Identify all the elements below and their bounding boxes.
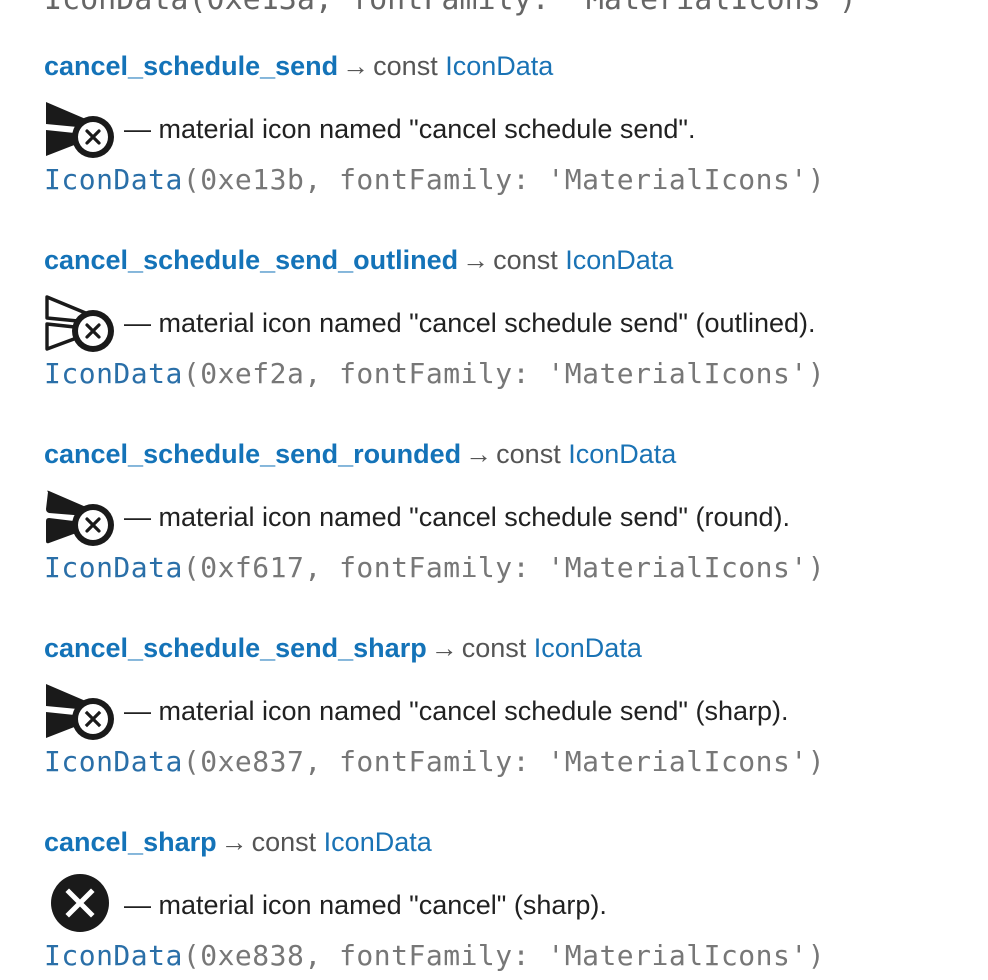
entry-code: IconData(0xe13b, fontFamily: 'MaterialIc… [44,160,974,200]
entry-signature: cancel_sharp→const IconData [44,822,974,862]
code-class: IconData [44,357,183,390]
doc-entry: cancel_sharp→const IconData — material i… [44,822,974,976]
arrow-icon: → [342,51,370,81]
code-args: (0xe838, fontFamily: 'MaterialIcons') [182,939,826,972]
entry-code: IconData(0xe838, fontFamily: 'MaterialIc… [44,936,974,976]
entry-code: IconData(0xe837, fontFamily: 'MaterialIc… [44,742,974,782]
const-keyword: const [251,827,317,857]
entry-code: IconData(0xef2a, fontFamily: 'MaterialIc… [44,354,974,394]
type-link[interactable]: IconData [568,439,677,469]
const-keyword: const [493,245,558,275]
entry-name-link[interactable]: cancel_schedule_send [44,51,339,81]
arrow-icon: → [430,633,458,663]
entry-signature: cancel_schedule_send_sharp→const IconDat… [44,628,974,668]
const-keyword: const [373,51,438,81]
code-class: IconData [44,163,183,196]
doc-entry: cancel_schedule_send_rounded→const IconD… [44,434,974,588]
code-class: IconData [44,745,183,778]
entry-name-link[interactable]: cancel_schedule_send_outlined [44,245,459,275]
code-args: (0xe837, fontFamily: 'MaterialIcons') [182,745,826,778]
entry-signature: cancel_schedule_send_rounded→const IconD… [44,434,974,474]
entry-signature: cancel_schedule_send_outlined→const Icon… [44,240,974,280]
doc-entry: cancel_schedule_send_sharp→const IconDat… [44,628,974,782]
previous-entry-code: IconData(0xe13a, fontFamily: 'MaterialIc… [44,0,857,17]
entry-description: — material icon named "cancel schedule s… [44,486,974,548]
code-args: (0xef2a, fontFamily: 'MaterialIcons') [182,357,826,390]
entry-name-link[interactable]: cancel_schedule_send_sharp [44,633,427,663]
const-keyword: const [496,439,561,469]
doc-entry: cancel_schedule_send→const IconData — ma… [44,46,974,200]
cancel-schedule-send-icon [44,98,116,160]
description-text: — material icon named "cancel schedule s… [124,113,696,144]
entry-signature: cancel_schedule_send→const IconData [44,46,974,86]
const-keyword: const [461,633,527,663]
entry-code: IconData(0xf617, fontFamily: 'MaterialIc… [44,548,974,588]
doc-entry: cancel_schedule_send_outlined→const Icon… [44,240,974,394]
code-class: IconData [44,551,183,584]
cancel-schedule-send-rounded-icon [44,486,116,548]
code-args: (0xf617, fontFamily: 'MaterialIcons') [182,551,826,584]
description-text: — material icon named "cancel schedule s… [124,695,789,726]
entry-description: — material icon named "cancel" (sharp). [44,874,974,936]
cancel-schedule-send-sharp-icon [44,680,116,742]
arrow-icon: → [220,827,248,857]
code-class: IconData [44,939,183,972]
description-text: — material icon named "cancel schedule s… [124,307,816,338]
arrow-icon: → [462,245,490,275]
code-args: (0xe13b, fontFamily: 'MaterialIcons') [182,163,826,196]
entry-description: — material icon named "cancel schedule s… [44,98,974,160]
description-text: — material icon named "cancel" (sharp). [124,889,607,920]
type-link[interactable]: IconData [565,245,674,275]
type-link[interactable]: IconData [445,51,554,81]
entry-name-link[interactable]: cancel_sharp [44,827,217,857]
type-link[interactable]: IconData [533,633,642,663]
entry-description: — material icon named "cancel schedule s… [44,680,974,742]
arrow-icon: → [465,439,493,469]
description-text: — material icon named "cancel schedule s… [124,501,791,532]
entry-description: — material icon named "cancel schedule s… [44,292,974,354]
entry-name-link[interactable]: cancel_schedule_send_rounded [44,439,462,469]
type-link[interactable]: IconData [323,827,432,857]
cancel-schedule-send-outlined-icon [44,292,116,354]
cancel-sharp-icon [44,874,116,936]
